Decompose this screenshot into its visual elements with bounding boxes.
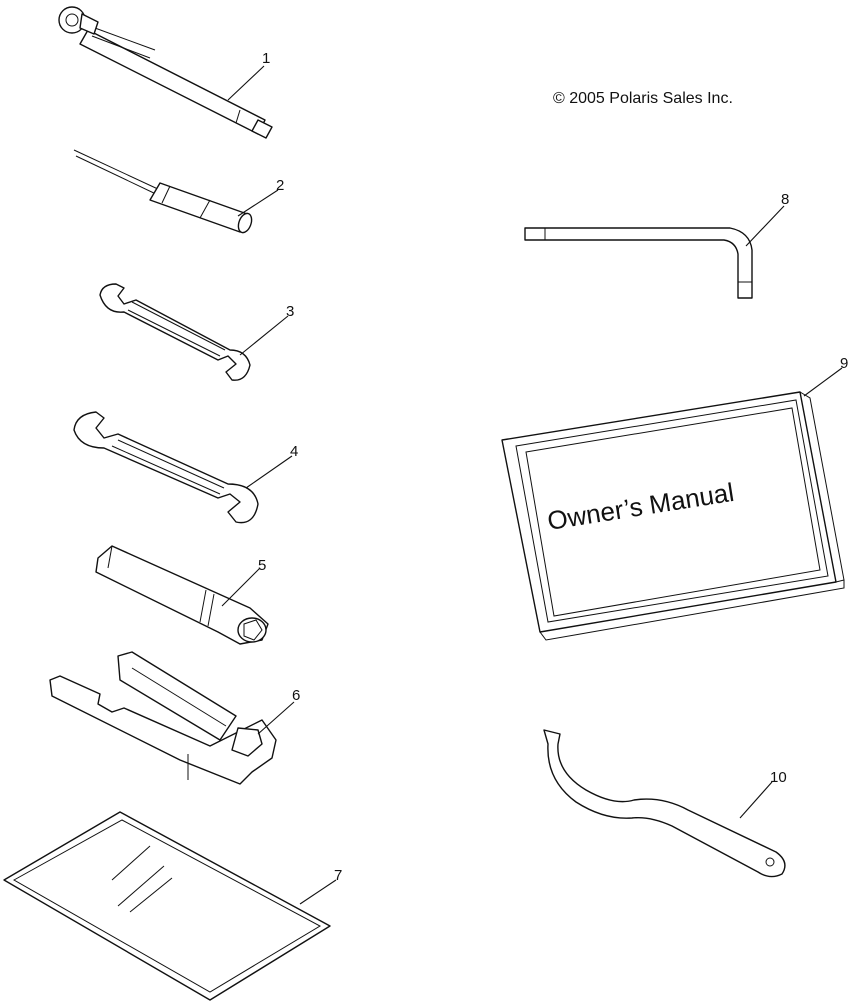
callout-1: 1 (262, 50, 270, 67)
part-6-bracket-tool (49, 651, 277, 785)
callout-4: 4 (290, 443, 298, 460)
callout-5: 5 (258, 557, 266, 574)
callout-9: 9 (840, 355, 848, 372)
part-5-socket-tool (95, 545, 269, 645)
callout-8: 8 (781, 191, 789, 208)
part-7-tool-bag (3, 811, 331, 1001)
part-3-wrench (99, 283, 251, 381)
copyright-text: © 2005 Polaris Sales Inc. (553, 90, 733, 107)
callout-7: 7 (334, 867, 342, 884)
part-8-hex-key (524, 227, 753, 299)
callout-10: 10 (770, 769, 787, 786)
part-9-owners-manual: Owner’s Manual (501, 391, 845, 641)
part-4-wrench (73, 411, 259, 524)
part-1-pressure-gauge (58, 6, 273, 139)
callout-3: 3 (286, 303, 294, 320)
part-10-spanner-wrench (543, 729, 786, 878)
callout-2: 2 (276, 177, 284, 194)
part-2-screwdriver (73, 149, 253, 234)
callout-6: 6 (292, 687, 300, 704)
